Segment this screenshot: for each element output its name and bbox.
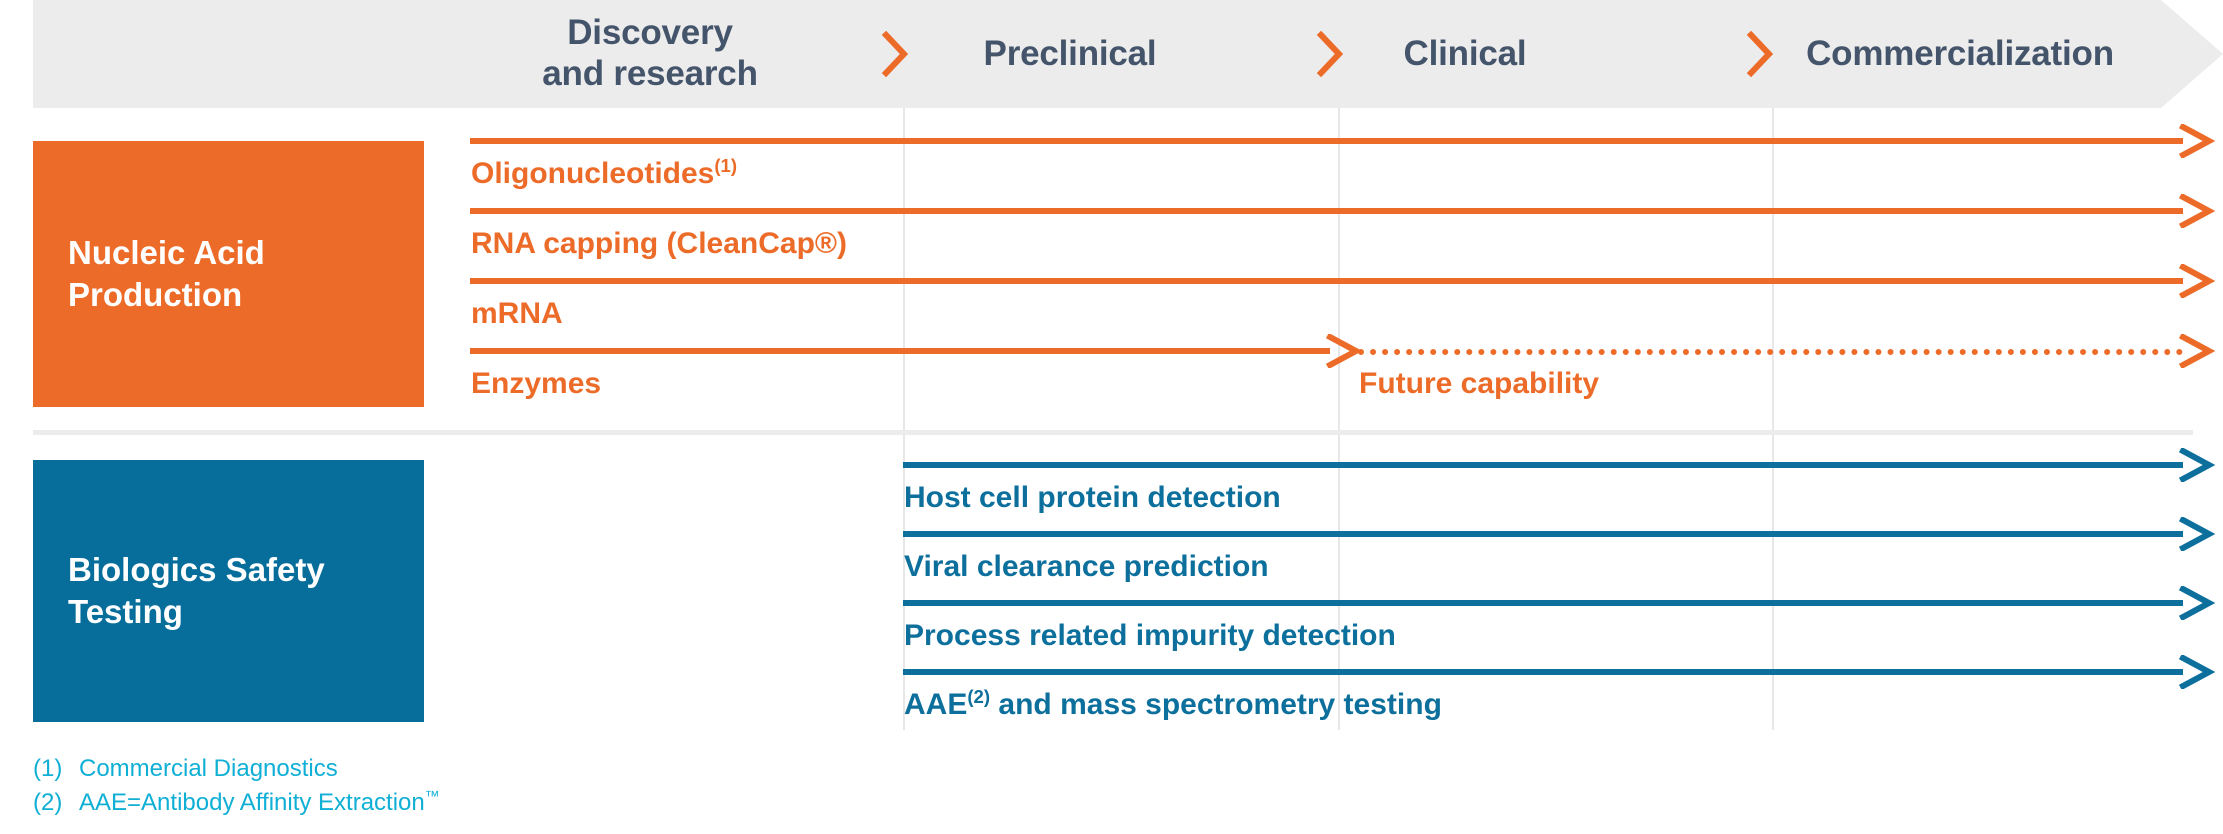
footnotes: (1) Commercial Diagnostics (2) AAE=Antibody… (33, 752, 440, 820)
footnote-item: (2) AAE=Antibody Affinity Extraction™ (33, 786, 440, 820)
timeline-row-label: RNA capping (CleanCap®) (471, 227, 848, 260)
arrow-head-icon (2179, 655, 2217, 689)
timeline-line (470, 278, 2183, 284)
arrow-head-icon (2179, 334, 2217, 368)
footnote-marker: (2) (967, 686, 991, 707)
arrow-head-icon (2179, 586, 2217, 620)
arrow-head-icon (2179, 517, 2217, 551)
timeline-line (470, 138, 2183, 144)
arrow-head-icon (2179, 124, 2217, 158)
timeline-row-future[interactable]: Future capability (1358, 334, 2216, 418)
phase-label-2[interactable]: Clinical (1403, 33, 1527, 73)
chevron-right-icon (1310, 0, 1350, 108)
chevron-right-icon (1740, 0, 1780, 108)
timeline-line-dotted (1358, 349, 2183, 355)
column-grid-line (1338, 435, 1340, 730)
arrow-head-icon (2179, 264, 2217, 298)
column-grid-line (903, 435, 905, 730)
timeline-row-label: Enzymes (471, 367, 602, 400)
column-grid-line (903, 108, 905, 430)
arrow-head-icon (1326, 334, 1364, 368)
footnote-marker: (1) (714, 155, 738, 176)
timeline-row[interactable]: Process related impurity detection (903, 586, 2216, 670)
footnote-marker: (2) (33, 789, 63, 817)
footnote-text: AAE=Antibody Affinity Extraction™ (79, 789, 440, 817)
timeline-row[interactable]: RNA capping (CleanCap®) (470, 194, 2216, 278)
timeline-row-label: Host cell protein detection (904, 481, 1281, 514)
timeline-line (470, 348, 1330, 354)
timeline-row-label: AAE(2) and mass spectrometry testing (904, 686, 1442, 721)
timeline-row-label: Viral clearance prediction (904, 550, 1269, 583)
timeline-row[interactable]: mRNA (470, 264, 2216, 348)
timeline-row[interactable]: Enzymes (470, 334, 1363, 418)
section-divider (33, 430, 2193, 435)
trademark-icon: ™ (424, 789, 440, 806)
column-grid-line (1772, 435, 1774, 730)
footnote-item: (1) Commercial Diagnostics (33, 752, 440, 786)
phase-label-1[interactable]: Preclinical (983, 33, 1157, 73)
timeline-row[interactable]: Oligonucleotides(1) (470, 124, 2216, 208)
phase-label-3[interactable]: Commercialization (1806, 33, 2114, 73)
timeline-row[interactable]: Host cell protein detection (903, 448, 2216, 532)
column-grid-line (1772, 108, 1774, 430)
chevron-right-icon (875, 0, 915, 108)
timeline-line (903, 669, 2183, 675)
timeline-row[interactable]: AAE(2) and mass spectrometry testing (903, 655, 2216, 739)
footnote-text: Commercial Diagnostics (79, 755, 338, 782)
timeline-line (903, 531, 2183, 537)
timeline-line (903, 600, 2183, 606)
timeline-row-label: Process related impurity detection (904, 619, 1396, 652)
timeline-line (903, 462, 2183, 468)
column-grid-line (1338, 108, 1340, 430)
future-capability-label: Future capability (1359, 367, 1600, 400)
arrow-head-icon (2179, 194, 2217, 228)
arrow-head-icon (2179, 448, 2217, 482)
timeline-row[interactable]: Viral clearance prediction (903, 517, 2216, 601)
footnote-marker: (1) (33, 755, 63, 782)
timeline-line (470, 208, 2183, 214)
timeline-row-label: mRNA (471, 297, 563, 330)
timeline-row-label: Oligonucleotides(1) (471, 155, 738, 190)
phase-band-background (33, 0, 2223, 108)
